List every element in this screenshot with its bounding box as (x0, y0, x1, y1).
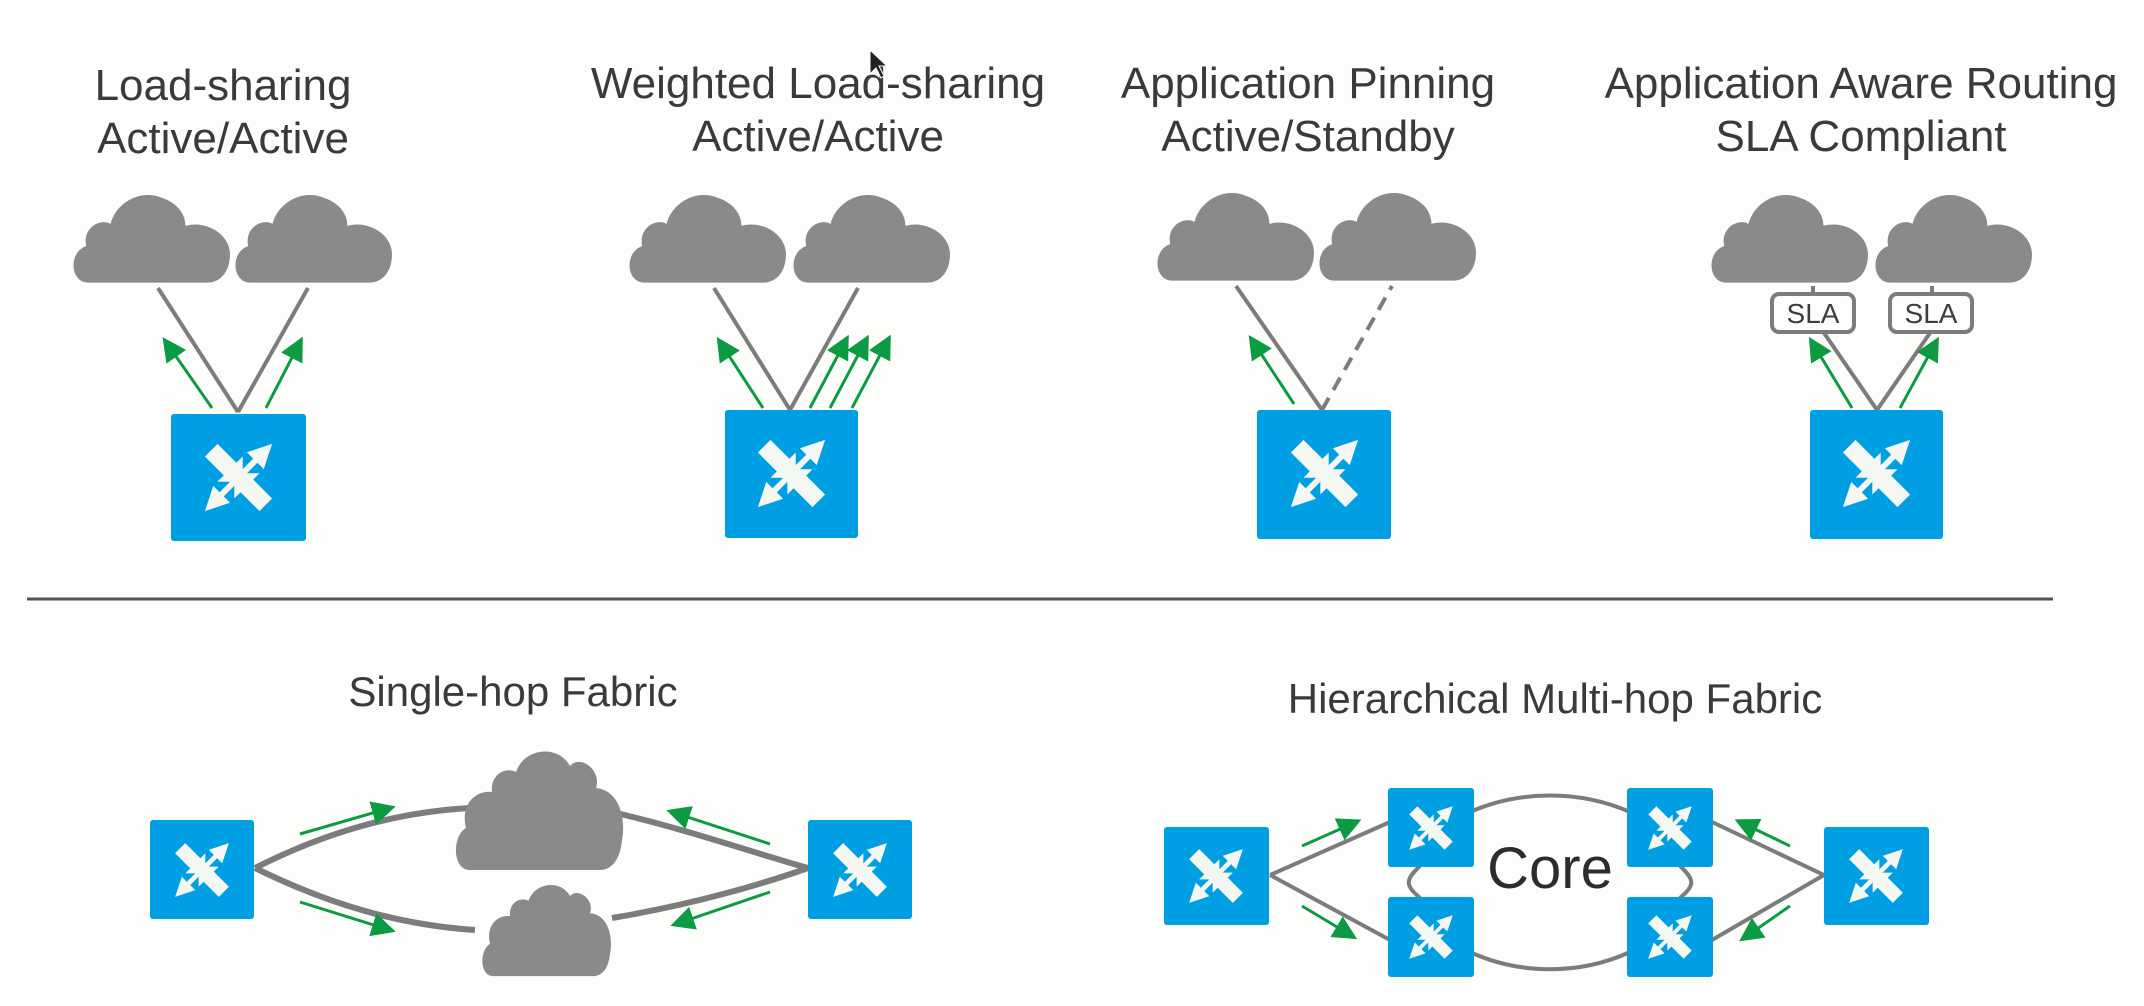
panel-title-line2: SLA Compliant (1715, 112, 2006, 161)
router-icon (150, 820, 254, 919)
link-solid (236, 287, 310, 413)
cloud-icon (482, 885, 611, 977)
flow-arrow (716, 336, 765, 409)
sla-badge: SLA (1888, 292, 1974, 334)
link-solid (1269, 873, 1391, 942)
sla-badge: SLA (1770, 292, 1856, 334)
core-router-icon (1627, 897, 1713, 977)
cloud-icon (73, 194, 230, 283)
cloud-icon (235, 194, 392, 283)
panel-application-pinning: Application Pinning Active/Standby (1121, 59, 1495, 161)
diagram-load-sharing (73, 194, 392, 541)
flow-arrow (666, 806, 771, 846)
panel-title-line1: Application Pinning (1121, 59, 1495, 108)
link-solid (156, 286, 240, 414)
panel-title-line2: Active/Active (692, 112, 944, 161)
link-solid (1269, 820, 1391, 877)
panel-hierarchical-multi-hop-fabric: Hierarchical Multi-hop Fabric Core (1164, 675, 1929, 977)
flow-arrow (1739, 904, 1791, 942)
flow-arrow (670, 890, 771, 930)
flow-arrow (808, 334, 849, 409)
core-link (1406, 864, 1422, 900)
sla-label: SLA (1905, 298, 1958, 329)
flow-arrow (1301, 818, 1362, 848)
panel-title: Single-hop Fabric (348, 668, 677, 715)
core-router-icon (1388, 897, 1474, 977)
cloud-icon (1875, 194, 2032, 283)
cloud-icon (455, 751, 624, 870)
panel-title-line2: Active/Standby (1161, 112, 1455, 161)
panel-title-line1: Load-sharing (95, 61, 352, 110)
flow-arrow (1808, 336, 1854, 409)
router-icon (808, 820, 912, 919)
link-solid (1710, 873, 1826, 942)
router-icon (725, 410, 858, 538)
diagram-application-pinning (1157, 192, 1476, 539)
panel-single-hop-fabric: Single-hop Fabric (150, 668, 912, 977)
diagram-application-aware-routing: SLA SLA (1711, 194, 2032, 539)
cloud-icon (793, 194, 950, 283)
link-solid (611, 865, 810, 921)
diagram-weighted-load-sharing (629, 194, 950, 538)
mouse-cursor-icon (869, 48, 889, 79)
cloud-icon (1711, 194, 1868, 283)
core-router-icon (1388, 788, 1474, 867)
sla-label: SLA (1787, 298, 1840, 329)
core-router-icon (1627, 788, 1713, 867)
link-solid (712, 286, 792, 412)
flow-arrow (1301, 904, 1358, 940)
core-label: Core (1487, 836, 1613, 901)
cloud-icon (1157, 192, 1314, 281)
edge-router-icon (1824, 827, 1929, 925)
panel-application-aware-routing: Application Aware Routing SLA Compliant (1605, 59, 2118, 161)
link-dashed-standby (1320, 285, 1394, 411)
flow-arrow (1734, 818, 1791, 848)
panel-title-line1: Weighted Load-sharing (591, 59, 1045, 108)
edge-router-icon (1164, 827, 1269, 925)
cloud-icon (629, 194, 786, 283)
flow-arrow (1898, 336, 1939, 409)
flow-arrow (299, 900, 396, 937)
flow-arrow (299, 801, 396, 836)
flow-arrow (850, 334, 891, 409)
router-icon (1257, 410, 1391, 539)
panel-title-line2: Active/Active (97, 114, 349, 163)
cloud-icon (1319, 192, 1476, 281)
panel-title-line1: Application Aware Routing (1605, 59, 2118, 108)
flow-arrow (162, 337, 214, 409)
link-solid (1711, 820, 1825, 877)
core-link (1469, 950, 1631, 972)
router-icon (1810, 410, 1943, 539)
link-solid (611, 809, 809, 871)
router-icon (171, 414, 306, 541)
core-link (1469, 793, 1631, 814)
link-solid (253, 805, 471, 871)
panel-title: Hierarchical Multi-hop Fabric (1288, 675, 1823, 722)
flow-arrow (264, 336, 303, 409)
flow-arrow (828, 334, 869, 409)
link-solid (788, 287, 860, 411)
flow-arrow (1248, 334, 1296, 405)
panel-weighted-load-sharing: Weighted Load-sharing Active/Active (591, 59, 1045, 161)
link-solid (253, 865, 476, 933)
link-solid (1234, 284, 1324, 412)
core-link (1678, 864, 1694, 900)
panel-load-sharing: Load-sharing Active/Active (95, 61, 352, 163)
